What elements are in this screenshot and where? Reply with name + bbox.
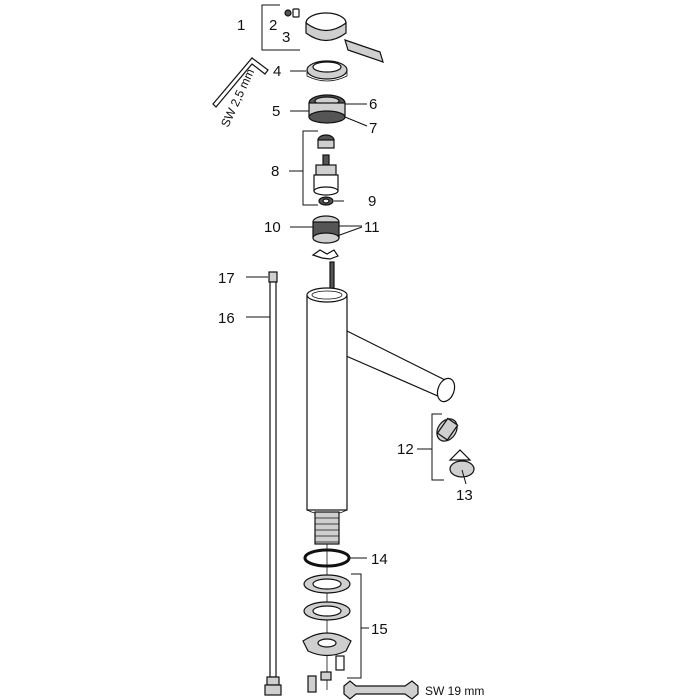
callout-1: 1 [237, 17, 245, 34]
callout-5: 5 [272, 103, 280, 120]
faucet-body [306, 261, 456, 690]
seal-9 [318, 196, 334, 206]
bracket-1 [261, 4, 300, 51]
callout-6: 6 [369, 96, 377, 113]
callout-17: 17 [218, 270, 235, 287]
spanner-label: SW 19 mm [425, 684, 484, 698]
hex-key-icon [212, 57, 269, 108]
callout-16: 16 [218, 310, 235, 327]
aerator [436, 417, 459, 442]
spring-clip [311, 249, 339, 260]
leader-13 [461, 469, 467, 485]
valve-insert [312, 215, 340, 244]
leader-11b [336, 226, 363, 237]
callout-8: 8 [271, 163, 279, 180]
supply-hose [264, 271, 282, 696]
callout-15: 15 [371, 621, 388, 638]
callout-3: 3 [282, 29, 290, 46]
callout-14: 14 [371, 551, 388, 568]
hose-nipple [307, 675, 317, 693]
fixing-nuts [320, 655, 345, 681]
handle-lever [305, 12, 384, 63]
threaded-nut [308, 94, 346, 124]
mounting-plate [302, 632, 352, 657]
cartridge [313, 154, 339, 196]
washer-2 [303, 601, 351, 621]
callout-11: 11 [364, 219, 380, 236]
cover-ring [306, 60, 348, 82]
bracket-15 [347, 573, 362, 679]
aerator-key [448, 449, 475, 478]
bracket-8 [302, 130, 318, 206]
bracket-12 [431, 413, 444, 481]
callout-12: 12 [397, 441, 414, 458]
grub-screw-2 [284, 9, 292, 17]
cartridge-cap [317, 134, 335, 149]
callout-7: 7 [369, 120, 377, 137]
callout-13: 13 [456, 487, 473, 504]
callout-2: 2 [269, 17, 277, 34]
callout-9: 9 [368, 193, 376, 210]
spanner-icon [343, 680, 419, 700]
grub-screw-3 [292, 8, 300, 18]
leader-7 [344, 116, 368, 127]
callout-10: 10 [264, 219, 281, 236]
callout-4: 4 [273, 63, 281, 80]
washer-1 [303, 574, 351, 594]
